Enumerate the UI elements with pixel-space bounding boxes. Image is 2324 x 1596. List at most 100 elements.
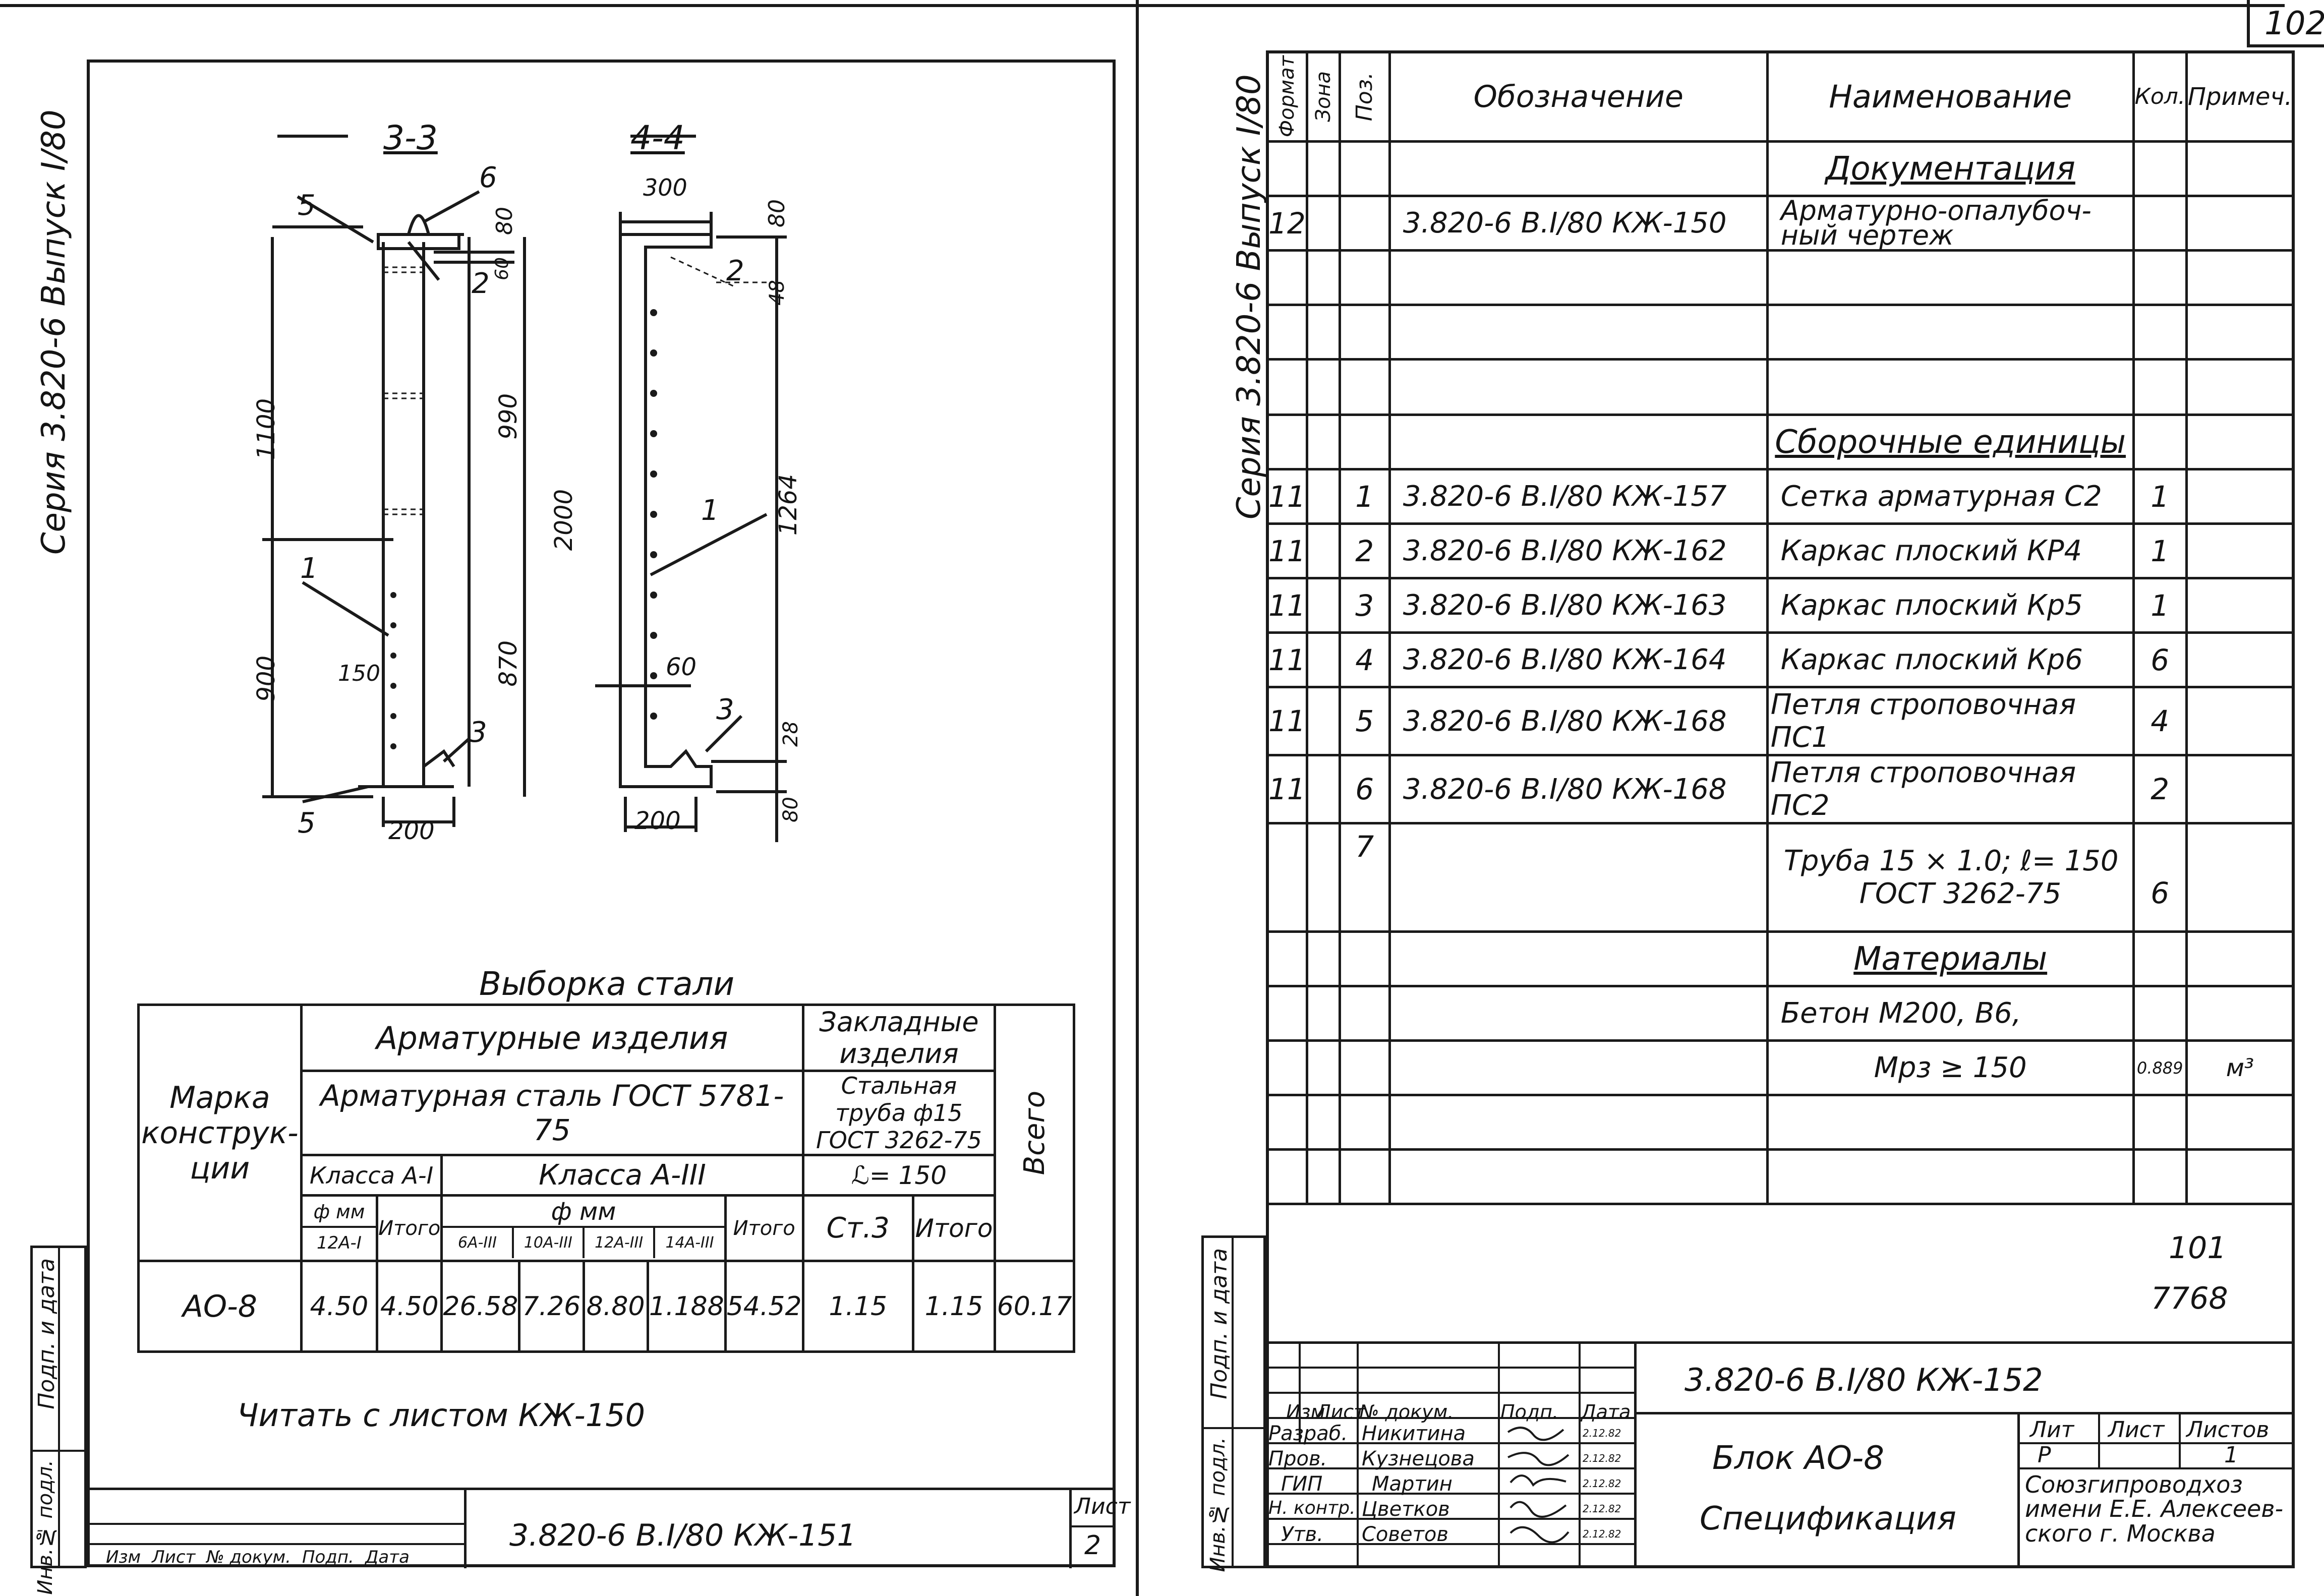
arm-stal-header: Арматурная сталь ГОСТ 5781-75: [300, 1070, 804, 1156]
steel-cell: 1.15: [911, 1260, 997, 1353]
tb-head-data: Дата: [1581, 1401, 1631, 1423]
cell-format: 12: [1266, 195, 1308, 252]
dim-80: 80: [492, 207, 517, 235]
klass3-header: Класса А-III: [440, 1154, 804, 1197]
cell-oboz: 3.820-6 В.I/80 КЖ-168: [1388, 686, 1769, 756]
role-utv: Утв.: [1281, 1523, 1323, 1546]
tb-label: Дата: [365, 1547, 410, 1567]
dim-1100: 1100: [252, 398, 280, 460]
spec-row-doc: 12 3.820-6 В.I/80 КЖ-150 Арматурно-опалу…: [1266, 195, 2295, 252]
cell-naim: Петля строповочная ПС2: [1766, 754, 2135, 824]
col-14a-iii: 14A-III: [665, 1234, 714, 1252]
dim-150: 150: [338, 661, 380, 686]
right-sheet-code: 3.820-6 В.I/80 КЖ-152: [1684, 1362, 2043, 1398]
section-3-3-drawing: [262, 135, 526, 827]
stamp-inv-podl-right: Инв.№ подл.: [1206, 1437, 1230, 1572]
cell-oboz: 3.820-6 В.I/80 КЖ-157: [1388, 468, 1769, 525]
cell-naim: Каркас плоский КР4: [1766, 522, 2135, 579]
tb-line: [1069, 1525, 1116, 1527]
steel-cell: 1.188: [646, 1260, 727, 1353]
lit-value: Р: [2038, 1442, 2051, 1468]
cell-poz: 7: [1338, 822, 1391, 933]
steel-cell: АО-8: [137, 1260, 303, 1353]
tb-label: Подп.: [302, 1547, 354, 1567]
dim-990: 990: [494, 393, 522, 440]
role-gip: ГИП: [1281, 1472, 1323, 1496]
spec-row: 11 6 3.820-6 В.I/80 КЖ-168 Петля стропов…: [1266, 754, 2295, 824]
role-prov: Пров.: [1268, 1447, 1327, 1470]
stamp-podp-data-right: Подп. и дата: [1206, 1248, 1232, 1399]
hdr-zona: Зона: [1311, 71, 1335, 122]
itogo-3: Итого: [911, 1194, 997, 1262]
listov-value: 1: [2224, 1442, 2238, 1468]
steel-cell: 26.58: [440, 1260, 521, 1353]
hdr-format: Формат: [1275, 55, 1299, 138]
cell-beton2: Мрз ≥ 150: [1766, 1039, 2135, 1096]
dim-80-top: 80: [764, 199, 790, 227]
spec-row-truba: 7 Труба 15 × 1.0; ℓ= 150 ГОСТ 3262-75 6: [1266, 822, 2295, 933]
callout-5-bottom: 5: [298, 807, 316, 840]
name-prov: Кузнецова: [1362, 1447, 1475, 1470]
callout-2-b: 2: [726, 255, 744, 287]
corner-page-number: 102: [2264, 5, 2324, 42]
dim-870: 870: [494, 640, 522, 687]
tb-label: Изм: [106, 1547, 141, 1567]
spec-row: 11 2 3.820-6 В.I/80 КЖ-162 Каркас плоски…: [1266, 522, 2295, 579]
cell-kol: 6: [2132, 631, 2188, 688]
callout-1-b: 1: [701, 494, 719, 527]
cell-kol: 1: [2132, 577, 2188, 634]
role-nkontr: Н. контр.: [1268, 1498, 1356, 1518]
tb-line: [87, 1488, 1116, 1490]
hdr-prim: Примеч.: [2185, 50, 2295, 143]
hdr-poz: Поз.: [1352, 72, 1378, 122]
cell-oboz: 3.820-6 В.I/80 КЖ-164: [1388, 631, 1769, 688]
steel-cell: 8.80: [582, 1260, 649, 1353]
steel-table: Марка конструк- ции Арматурные изделия З…: [137, 1003, 1075, 1353]
signatures-image: [1507, 1427, 1570, 1544]
klass1-header: Класса А-I: [300, 1154, 443, 1197]
sheet-divider: [1136, 0, 1139, 1596]
col-12a-iii: 12A-III: [585, 1228, 656, 1258]
role-razrab: Разраб.: [1268, 1422, 1348, 1445]
col-12a-i: 12A-I: [317, 1233, 362, 1253]
dim-200: 200: [388, 817, 435, 845]
tb-head: Изм Лист № докум. Подп. Дата: [1286, 1401, 1631, 1423]
dim-2000: 2000: [550, 489, 578, 551]
tb-label: Лист: [152, 1547, 196, 1567]
callout-6: 6: [479, 161, 497, 194]
left-tb-labels: Изм Лист № докум. Подп. Дата: [106, 1547, 410, 1567]
lit-head: Лит: [2030, 1417, 2074, 1443]
truba-header: Стальная труба ф15 ГОСТ 3262-75: [801, 1070, 997, 1156]
cell-format: 11: [1266, 631, 1308, 688]
steel-cell: 4.50: [376, 1260, 443, 1353]
hdr-oboz: Обозначение: [1388, 50, 1769, 143]
cell-naim: Петля строповочная ПС1: [1766, 686, 2135, 756]
cell-beton-unit: м³: [2185, 1039, 2295, 1096]
phi-mm-2: ф мм: [443, 1198, 724, 1228]
steel-row-ao8: АО-8 4.50 4.50 26.58 7.26 8.80 1.188 54.…: [137, 1260, 1075, 1353]
phi-mm-1: ф мм: [302, 1198, 376, 1228]
cell-format: 11: [1266, 754, 1308, 824]
itogo-1: Итого: [376, 1194, 443, 1262]
organization: Союзгипроводхоз имени Е.Е. Алексеев- ско…: [2025, 1471, 2284, 1547]
cell-kol: 6: [2132, 822, 2188, 933]
steel-marka-header: Марка конструк- ции: [137, 1003, 303, 1262]
hdr-naim: Наименование: [1766, 50, 2135, 143]
tb-line: [1069, 1488, 1072, 1568]
l150-header: ℒ= 150: [801, 1154, 997, 1197]
section-documentation: Документация: [1766, 140, 2135, 197]
col-6a-iii: 6A-III: [443, 1228, 514, 1258]
right-title-block: Изм Лист № докум. Подп. Дата Разраб. Ник…: [1266, 1341, 2295, 1568]
cell-poz: 6: [1338, 754, 1391, 824]
name-gip: Мартин: [1372, 1472, 1452, 1496]
steel-cell: 54.52: [724, 1260, 804, 1353]
tb-line: [87, 1523, 465, 1525]
tb-head-list: Лист: [1316, 1401, 1365, 1423]
vsego-header: Всего: [1018, 1090, 1051, 1175]
number-7768: 7768: [2151, 1281, 2228, 1316]
cell-poz: 3: [1338, 577, 1391, 634]
steel-cell: 4.50: [300, 1260, 379, 1353]
read-with-note: Читать с листом КЖ-150: [237, 1397, 646, 1434]
list-head: Лист: [2108, 1417, 2165, 1443]
dim-60-b: 60: [666, 653, 697, 681]
